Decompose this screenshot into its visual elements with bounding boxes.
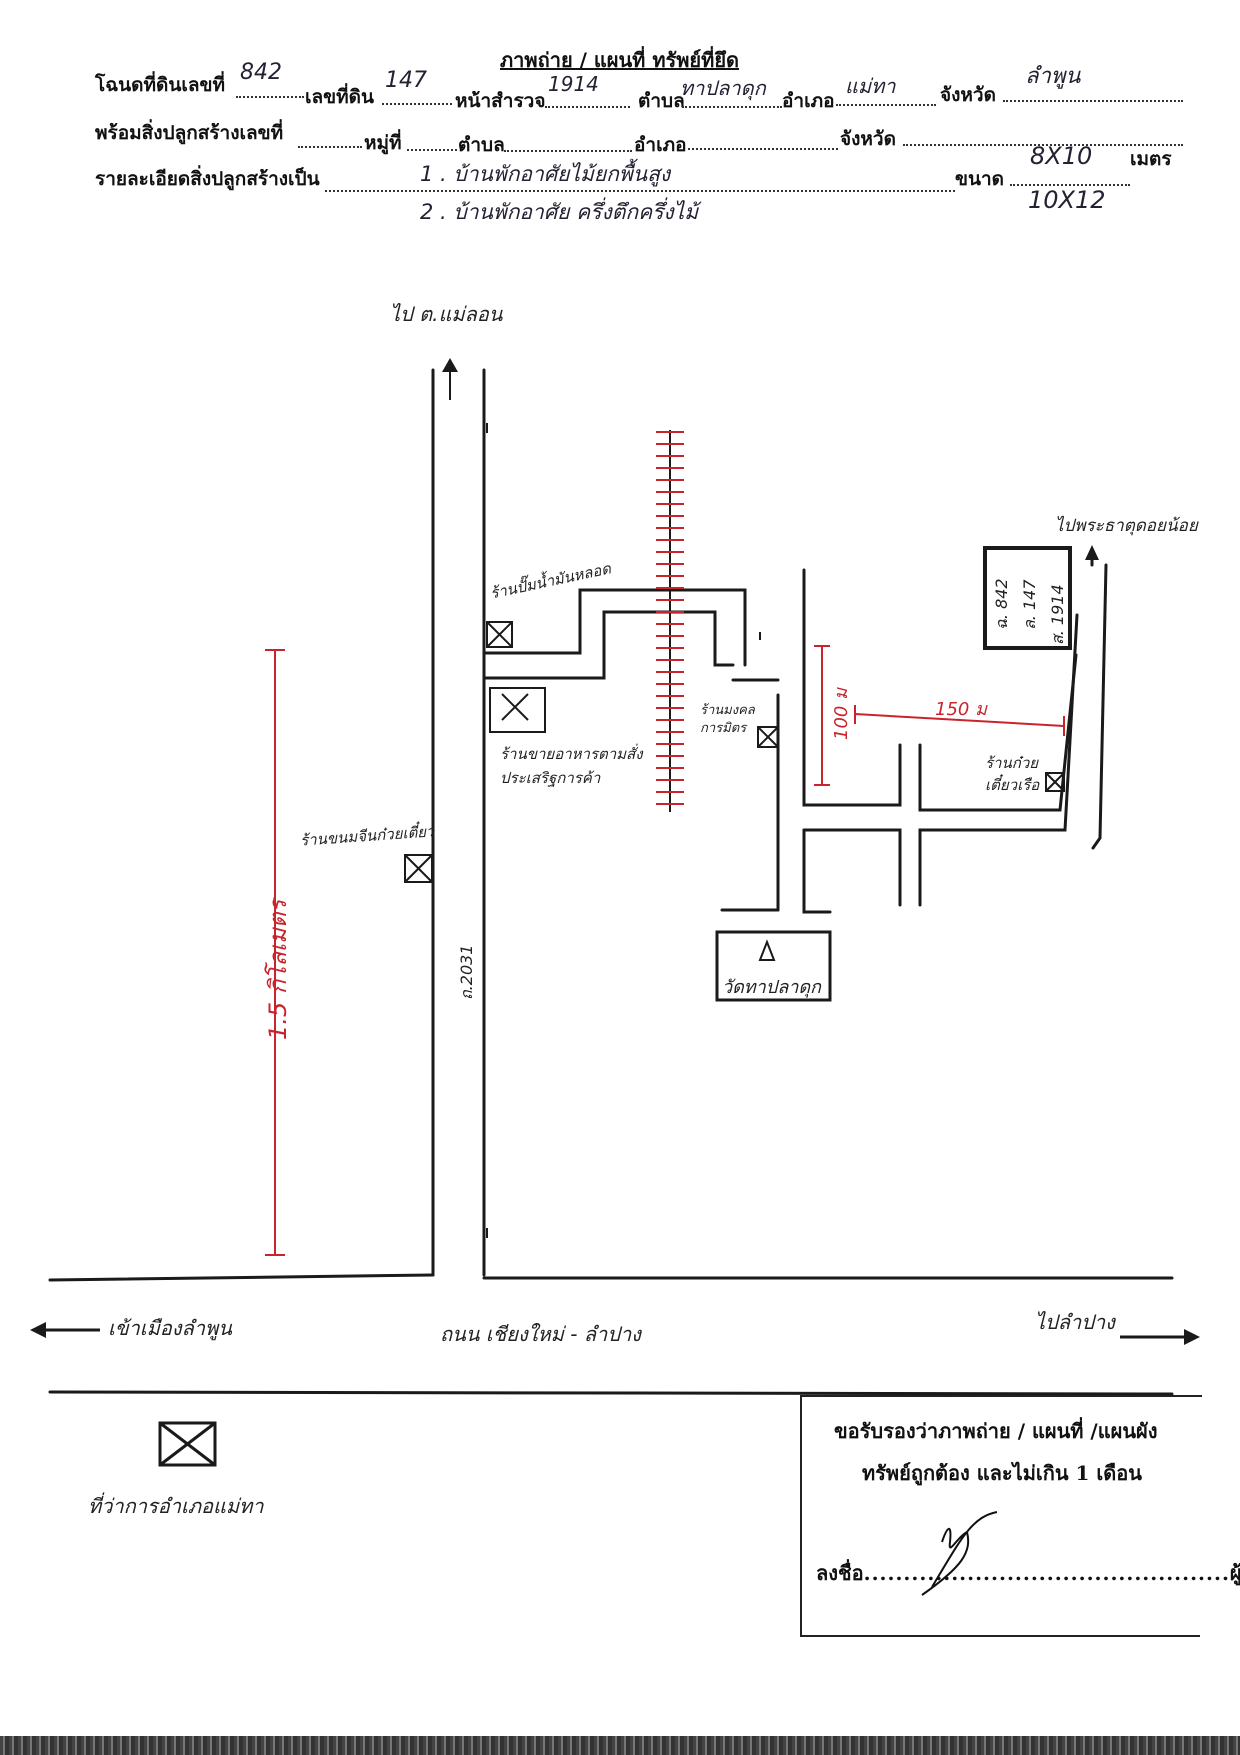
building-number-dots [298,146,362,148]
province-label: จังหวัด [940,84,996,106]
to-lamphun-label: เข้าเมืองลำพูน [108,1316,232,1340]
subdistrict-value: ทาปลาดุก [680,76,766,100]
certification-box-bottom [800,1635,1200,1637]
building-item-1: 1 . บ้านพักอาศัยไม้ยกพื้นสูง [420,162,671,186]
plot-land-label: ล. 147 [1020,579,1039,630]
distance-100-label: 100 ม [831,688,852,740]
plot-box [983,546,1072,650]
to-phra-that-label: ไปพระธาตุดอยน้อย [1055,516,1198,536]
phra-that-arrow-icon [1085,545,1099,560]
size-unit: เมตร [1130,148,1172,170]
plot-survey-label: ส. 1914 [1048,584,1067,645]
plot-deed-label: ฉ. 842 [992,578,1011,630]
scan-edge-band [0,1736,1240,1755]
mongkol-shop-label: ร้านมงคล การมิตร [700,703,755,736]
shop-markers [158,546,1072,1467]
deed-dots [236,96,304,98]
lane-right-edge [802,828,832,914]
survey-value: 1914 [548,72,599,96]
detail-dots [325,190,955,192]
direction-arrows [30,358,1200,1345]
temple-box [715,930,832,1002]
tick-marks [486,423,761,1238]
district-label: อำเภอ [782,90,835,112]
land-dots [382,103,452,105]
certification-line-2: ทรัพย์ถูกต้อง และไม่เกิน 1 เดือน [862,1461,1142,1485]
signature-role: ผู้แทนโจทก์ [1229,1561,1240,1585]
signature-label: ลงชื่อ [816,1561,864,1585]
distance-km-label: 1.5 กิโลเมตร [264,899,292,1040]
district-dots [836,104,936,106]
food-shop-marker-icon [489,687,546,733]
ton-shop-label: ร้านก๋วย เตี๋ยวเรือ [985,754,1040,794]
deed-value: 842 [240,60,282,85]
size-1: 8X10 [1030,142,1093,170]
to-mae-lon-label: ไป ต.แม่ลอน [390,302,503,326]
survey-label: หน้าสำรวจ [455,90,546,112]
block-east [918,653,1078,812]
subdistrict-dots [682,106,782,108]
province-value: ลำพูน [1025,64,1081,89]
road-lines [48,368,1174,1396]
to-lampang-label: ไปลำปาง [1035,1310,1115,1334]
east-arrow-icon [1184,1329,1200,1345]
district2-label: อำเภอ [634,134,687,156]
main-road-top-left [48,1273,435,1282]
west-arrow-icon [30,1322,46,1338]
size-dots [1010,184,1130,186]
size-2: 10X12 [1028,186,1106,214]
main-road-bottom [48,1390,1174,1396]
lane-inner-left [802,828,902,907]
moo-label: หมู่ที่ [364,132,402,154]
province-dots [1003,100,1183,102]
north-arrow-icon [442,358,458,372]
temple-icon [758,939,776,961]
subdistrict2-dots [504,150,632,152]
subdistrict2-label: ตำบล [458,134,505,156]
certification-line-1: ขอรับรองว่าภาพถ่าย / แผนที่ /แผนผัง [834,1419,1158,1443]
noodle-shop-marker-icon [404,854,433,883]
building-number-label: พร้อมสิ่งปลูกสร้างเลขที่ [95,122,284,144]
railway-line [656,430,684,812]
oil-shop-marker-icon [486,621,513,648]
side-street-south [482,610,735,680]
subdistrict-label: ตำบล [638,90,685,112]
building-item-2: 2 . บ้านพักอาศัย ครึ่งตึกครึ่งไม้ [420,200,699,224]
size-label: ขนาด [955,168,1004,190]
detail-label: รายละเอียดสิ่งปลูกสร้างเป็น [95,168,320,190]
document-title: ภาพถ่าย / แผนที่ ทรัพย์ที่ยึด [500,48,740,72]
signature-mark [921,1511,998,1596]
province2-dots [903,144,1183,146]
district-value: แม่ทา [845,74,896,98]
temple-label: วัดทาปลาดุก [722,977,821,998]
road-to-phra-that [1091,563,1108,850]
land-value: 147 [385,68,427,93]
certification-box: ขอรับรองว่าภาพถ่าย / แผนที่ /แผนผัง ทรัพ… [800,1395,1240,1637]
block-west [802,568,902,807]
survey-dots [545,106,630,108]
moo-dots [407,149,457,151]
distance-150-line [854,713,1065,727]
mongkol-shop-marker-icon [757,726,779,748]
deed-label: โฉนดที่ดินเลขที่ [95,74,225,96]
signature-line: ลงชื่อ..................................… [816,1557,1240,1589]
distance-150-label: 150 ม [935,699,987,720]
land-label: เลขที่ดิน [305,86,374,108]
ton-shop-marker-icon [1045,772,1065,792]
district2-dots [688,148,838,150]
road-2031-label: ถ.2031 [457,944,476,1001]
lane-inner-right [918,613,1079,907]
food-shop-label: ร้านขายอาหารตามสั่ง ประเสริฐการค้า [500,745,643,787]
main-road-label: ถนน เชียงใหม่ - ลำปาง [440,1322,641,1346]
distance-markers [265,645,1065,1256]
province2-label: จังหวัด [840,128,896,150]
side-street-north [482,588,747,667]
district-office-label: ที่ว่าการอำเภอแม่ทา [88,1494,264,1518]
district-office-marker-icon [158,1421,217,1467]
